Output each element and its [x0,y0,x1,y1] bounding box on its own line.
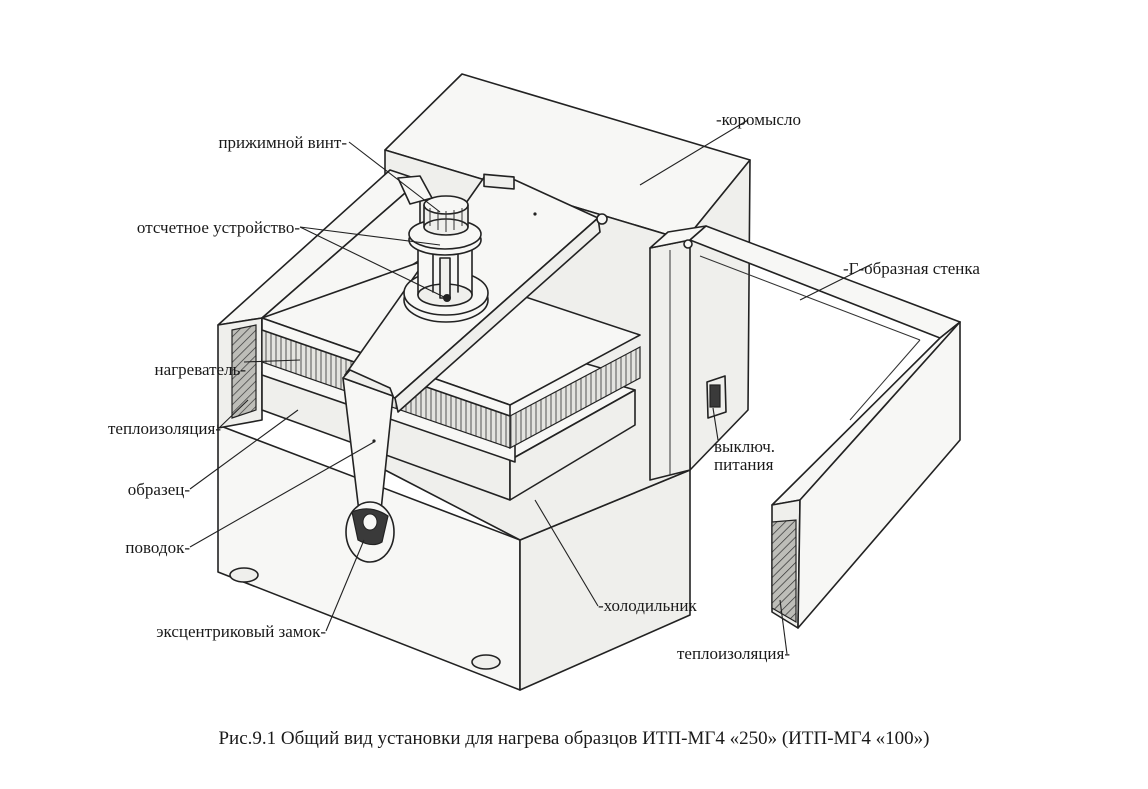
clamp-screw [397,175,469,236]
label-insulation-right: теплоизоляция- [677,644,790,663]
label-cooler: -холодильник [598,596,697,615]
label-power-switch-line2: питания [714,455,774,474]
figure-caption: Рис.9.1 Общий вид установки для нагрева … [218,728,929,749]
label-lever: поводок- [125,538,190,557]
labels: прижимной винт- -коромысло отсчетное уст… [108,110,980,663]
leader-lines [189,119,873,655]
label-clamp-screw: прижимной винт- [218,133,347,152]
support-column [649,225,707,481]
label-heater: нагреватель- [155,360,247,379]
label-insulation-left: теплоизоляция- [108,419,221,438]
eccentric-lock [345,501,395,563]
label-power-switch-line1: выключ. [714,437,775,456]
label-rocker-arm: -коромысло [716,110,801,129]
label-reading-device: отсчетное устройство- [137,218,300,237]
label-l-wall: -Г-образная стенка [843,259,980,278]
label-sample: образец- [128,480,191,499]
l-shaped-wall [689,225,961,629]
label-eccentric-lock: эксцентриковый замок- [156,622,326,641]
